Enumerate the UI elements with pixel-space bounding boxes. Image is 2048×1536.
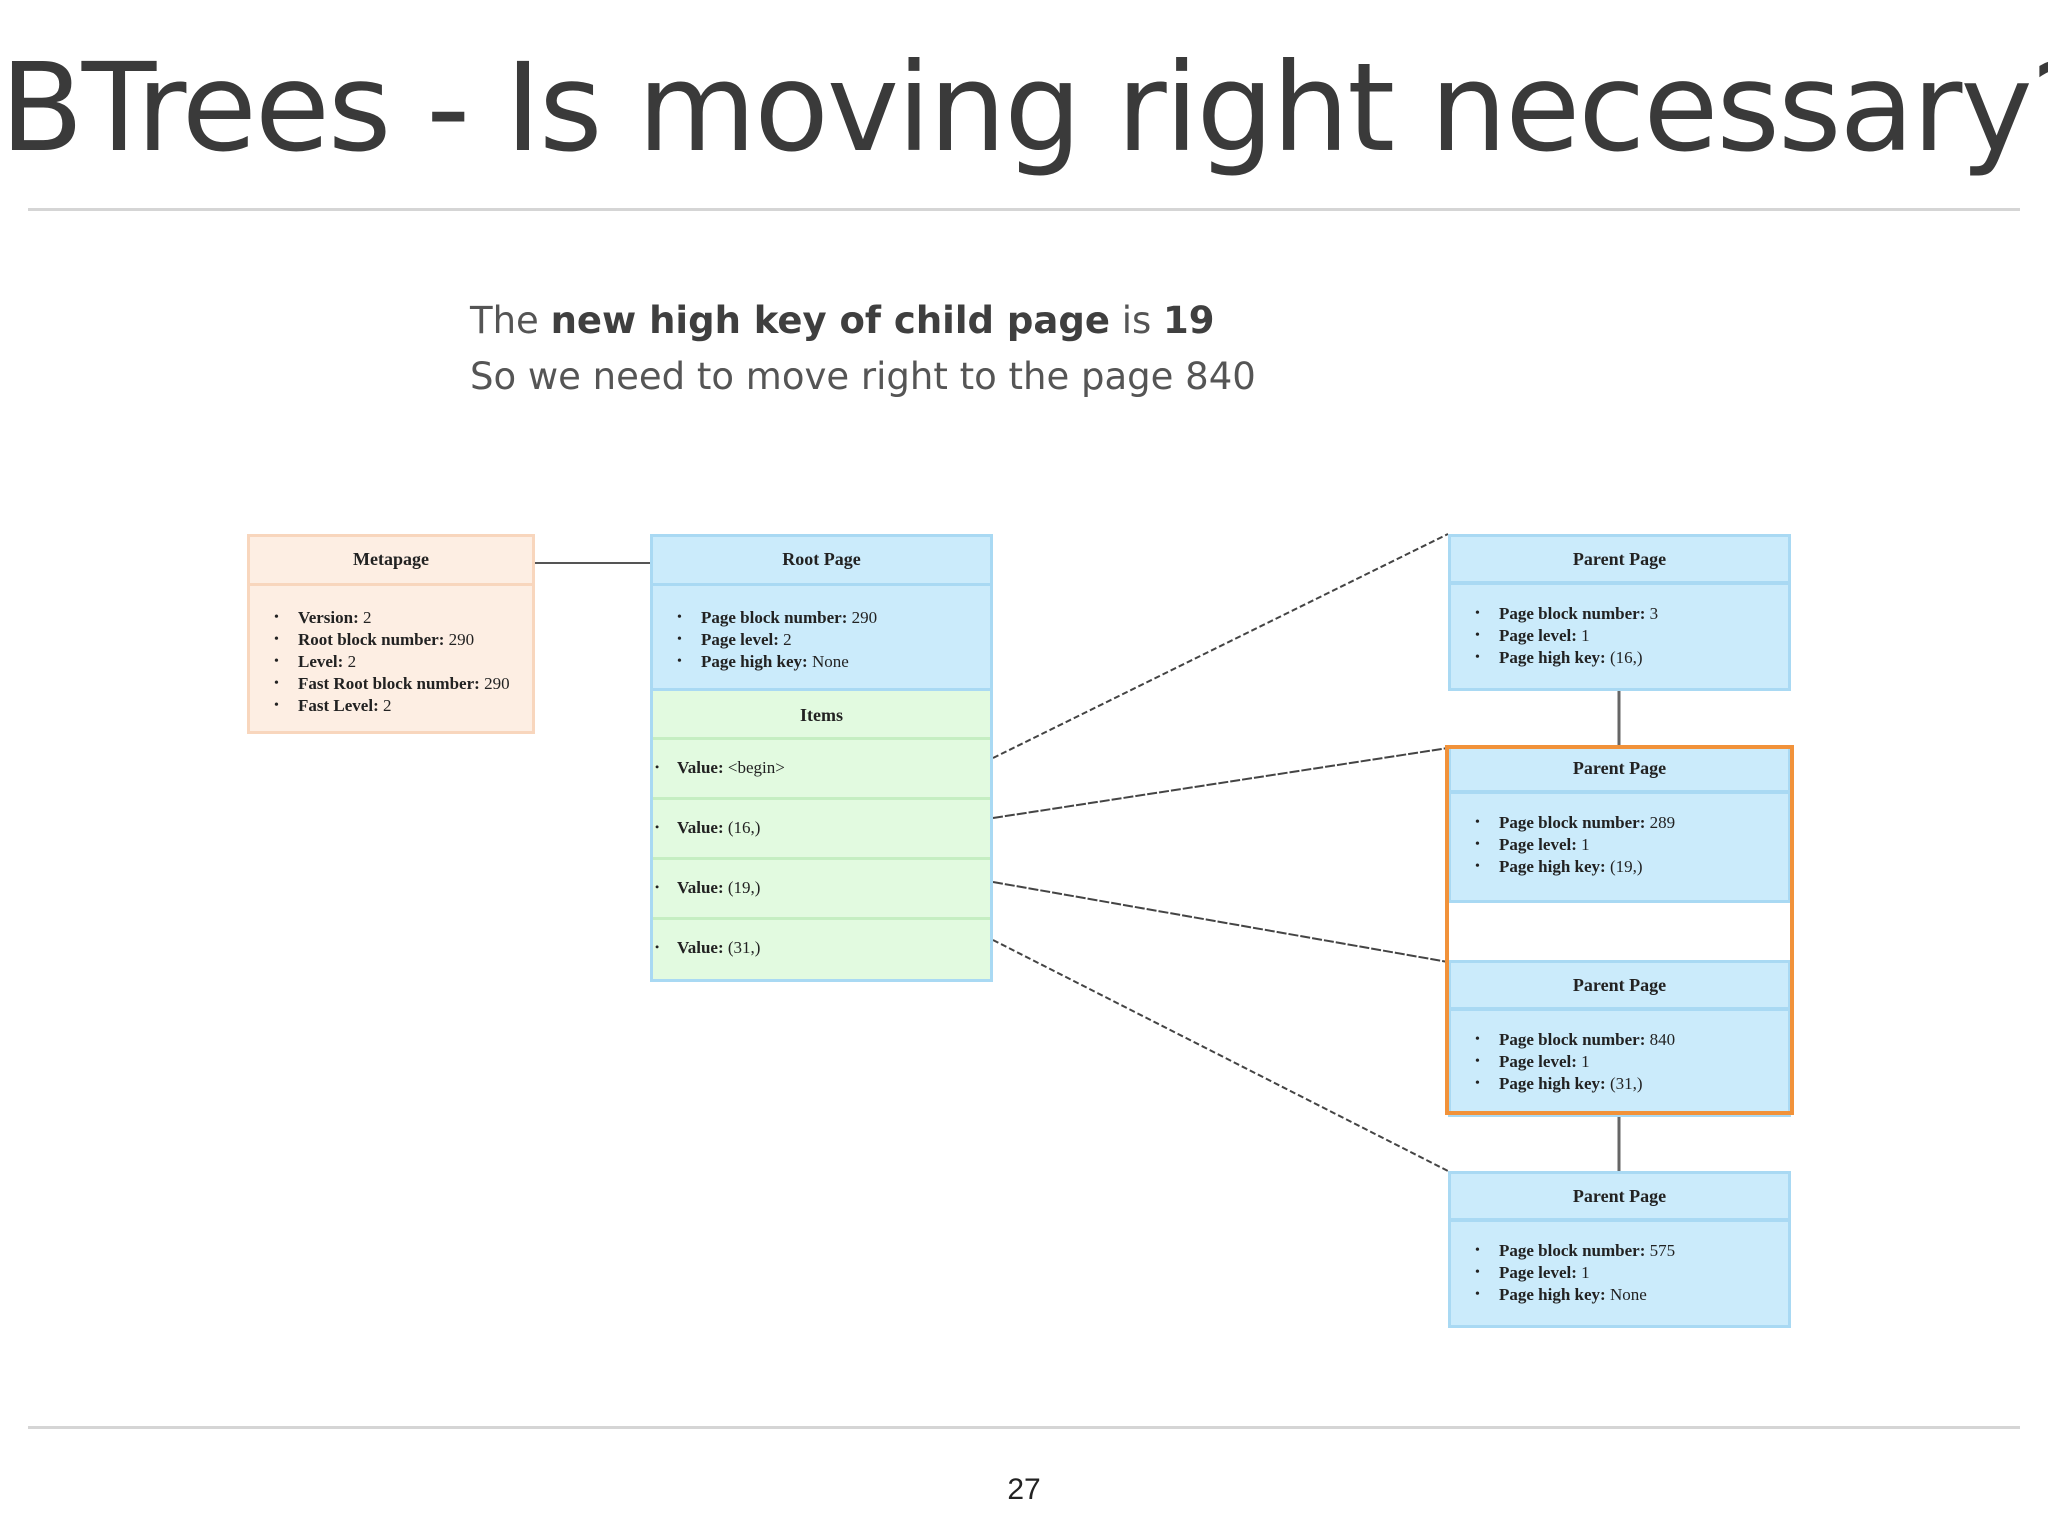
parent-page-box: Parent Page Page block number: 289 Page … (1448, 746, 1791, 903)
parent-page-header: Parent Page (1572, 1186, 1667, 1206)
footer-divider (28, 1426, 2020, 1429)
parent-page-item: Page high key: (19,) (1475, 856, 1675, 878)
metapage-item: Root block number: 290 (274, 629, 510, 651)
parent-page-item: Page high key: (31,) (1475, 1073, 1675, 1095)
parent-page-item: Page high key: (16,) (1475, 647, 1658, 669)
metapage-item: Level: 2 (274, 651, 510, 673)
root-page-box: Root Page Page block number: 290 Page le… (650, 534, 993, 690)
parent-page-item: Page level: 1 (1475, 625, 1658, 647)
root-page-divider (653, 583, 990, 586)
subtitle-line-2: So we need to move right to the page 840 (470, 355, 1256, 398)
root-page-list: Page block number: 290 Page level: 2 Pag… (653, 607, 877, 673)
parent-page-header: Parent Page (1572, 758, 1667, 778)
title-divider (28, 208, 2020, 211)
parent-page-divider (1451, 581, 1788, 585)
parent-page-divider (1451, 1007, 1788, 1011)
parent-page-divider (1451, 1218, 1788, 1222)
metapage-header: Metapage (353, 549, 429, 569)
parent-page-list: Page block number: 840 Page level: 1 Pag… (1451, 1029, 1675, 1095)
parent-page-list: Page block number: 3 Page level: 1 Page … (1451, 603, 1658, 669)
items-header: Items (800, 705, 843, 725)
subtitle-line-1: The new high key of child page is 19 (470, 297, 1215, 345)
parent-page-item: Page block number: 840 (1475, 1029, 1675, 1051)
item-16-connector (992, 747, 1449, 819)
parent-page-item: Page level: 1 (1475, 1262, 1675, 1284)
parent-page-item: Page level: 1 (1475, 1051, 1675, 1073)
parent-page-box: Parent Page Page block number: 3 Page le… (1448, 534, 1791, 691)
subtitle-emphasis-2: 19 (1163, 299, 1215, 342)
subtitle-text-1: The (470, 299, 551, 342)
metapage-box: Metapage Version: 2 Root block number: 2… (247, 534, 535, 734)
metapage-item: Fast Level: 2 (274, 695, 510, 717)
parent-page-box: Parent Page Page block number: 840 Page … (1448, 960, 1791, 1117)
parent-page-item: Page block number: 3 (1475, 603, 1658, 625)
parent-page-item: Page block number: 575 (1475, 1240, 1675, 1262)
parent-page-item: Page block number: 289 (1475, 812, 1675, 834)
parent-page-box: Parent Page Page block number: 575 Page … (1448, 1171, 1791, 1328)
parent-page-header: Parent Page (1572, 549, 1667, 569)
item-31-connector (992, 939, 1449, 1172)
root-page-item: Page block number: 290 (677, 607, 877, 629)
subtitle-emphasis-1: new high key of child page (550, 299, 1110, 342)
parent-page-divider (1451, 790, 1788, 794)
item-row: Value: (19,) (653, 857, 990, 918)
parent-page-list: Page block number: 289 Page level: 1 Pag… (1451, 812, 1675, 878)
parent-page-item: Page high key: None (1475, 1284, 1675, 1306)
metapage-item: Fast Root block number: 290 (274, 673, 510, 695)
parent-page-header: Parent Page (1572, 975, 1667, 995)
item-19-connector (992, 881, 1449, 963)
root-page-item: Page level: 2 (677, 629, 877, 651)
parent-page-item: Page level: 1 (1475, 834, 1675, 856)
item-row: Value: (31,) (653, 917, 990, 978)
root-page-header: Root Page (782, 549, 861, 569)
page-number: 27 (1007, 1473, 1041, 1506)
highlight-gap (1448, 903, 1791, 960)
metapage-divider (250, 583, 532, 586)
root-page-item: Page high key: None (677, 651, 877, 673)
metapage-list: Version: 2 Root block number: 290 Level:… (250, 607, 510, 717)
subtitle-text-2: is (1109, 299, 1164, 342)
parent-page-list: Page block number: 575 Page level: 1 Pag… (1451, 1240, 1675, 1306)
item-row: Value: <begin> (653, 737, 990, 798)
item-begin-connector (992, 533, 1449, 759)
metapage-item: Version: 2 (274, 607, 510, 629)
move-right-highlight (1445, 745, 1794, 1115)
root-items-box: Items Value: <begin> Value: (16,) Value:… (650, 688, 993, 982)
item-row: Value: (16,) (653, 797, 990, 858)
slide-title: BTrees - Is moving right necessary? (0, 37, 2048, 179)
